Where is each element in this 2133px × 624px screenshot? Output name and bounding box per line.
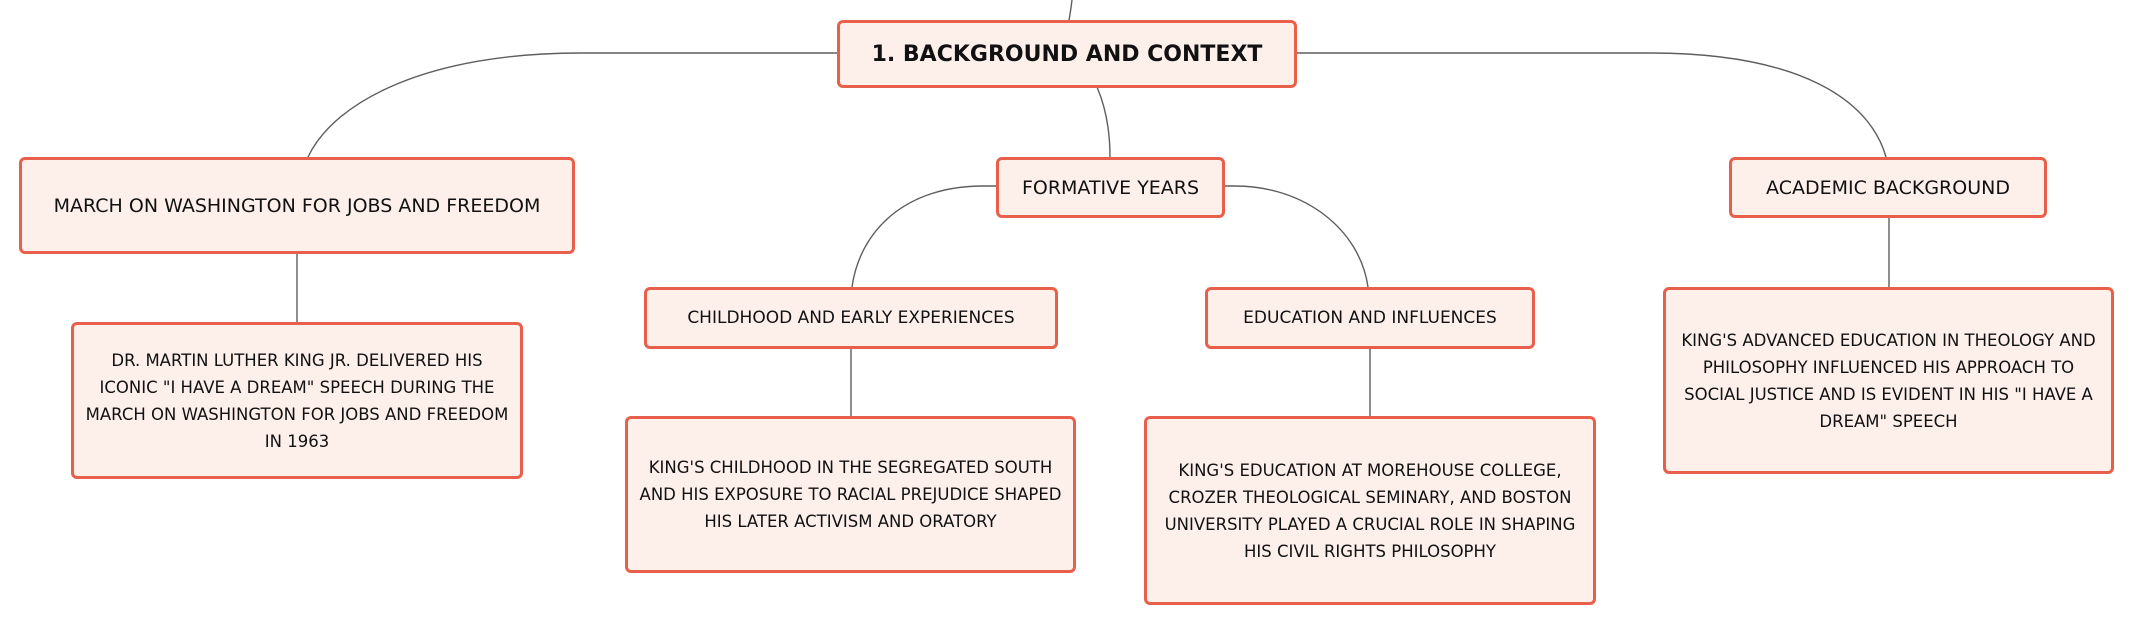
topic-formative-node[interactable]: FORMATIVE YEARS bbox=[996, 157, 1225, 218]
detail-childhood-node[interactable]: KING'S CHILDHOOD IN THE SEGREGATED SOUTH… bbox=[625, 416, 1076, 573]
root-topic-label: 1. BACKGROUND AND CONTEXT bbox=[871, 41, 1263, 67]
connector-parent-to-root bbox=[1068, 0, 1073, 21]
detail-academic-node[interactable]: KING'S ADVANCED EDUCATION IN THEOLOGY AN… bbox=[1663, 287, 2114, 474]
connector-formative-to-education bbox=[1225, 185, 1369, 288]
subtopic-education-node[interactable]: EDUCATION AND INFLUENCES bbox=[1205, 287, 1535, 349]
subtopic-education-label: EDUCATION AND INFLUENCES bbox=[1243, 308, 1497, 328]
detail-march-text: DR. MARTIN LUTHER KING JR. DELIVERED HIS… bbox=[85, 350, 509, 451]
topic-academic-node[interactable]: ACADEMIC BACKGROUND bbox=[1729, 157, 2047, 218]
topic-formative-label: FORMATIVE YEARS bbox=[1021, 176, 1200, 199]
connector-root-to-formative bbox=[1096, 86, 1111, 158]
subtopic-childhood-label: CHILDHOOD AND EARLY EXPERIENCES bbox=[687, 308, 1015, 328]
detail-education-node[interactable]: KING'S EDUCATION AT MOREHOUSE COLLEGE, C… bbox=[1144, 416, 1596, 605]
root-topic-node[interactable]: 1. BACKGROUND AND CONTEXT bbox=[837, 20, 1297, 88]
subtopic-childhood-node[interactable]: CHILDHOOD AND EARLY EXPERIENCES bbox=[644, 287, 1058, 349]
detail-academic-text: KING'S ADVANCED EDUCATION IN THEOLOGY AN… bbox=[1681, 330, 2096, 431]
connector-root-to-march bbox=[307, 52, 837, 158]
topic-march-node[interactable]: MARCH ON WASHINGTON FOR JOBS AND FREEDOM bbox=[19, 157, 575, 254]
detail-childhood-text: KING'S CHILDHOOD IN THE SEGREGATED SOUTH… bbox=[639, 458, 1062, 531]
topic-march-label: MARCH ON WASHINGTON FOR JOBS AND FREEDOM bbox=[53, 194, 541, 217]
connector-formative-to-childhood bbox=[851, 185, 997, 288]
topic-academic-label: ACADEMIC BACKGROUND bbox=[1766, 176, 2010, 199]
connector-root-to-academic bbox=[1296, 52, 1887, 158]
detail-march-node[interactable]: DR. MARTIN LUTHER KING JR. DELIVERED HIS… bbox=[71, 322, 523, 479]
detail-education-text: KING'S EDUCATION AT MOREHOUSE COLLEGE, C… bbox=[1164, 460, 1576, 561]
